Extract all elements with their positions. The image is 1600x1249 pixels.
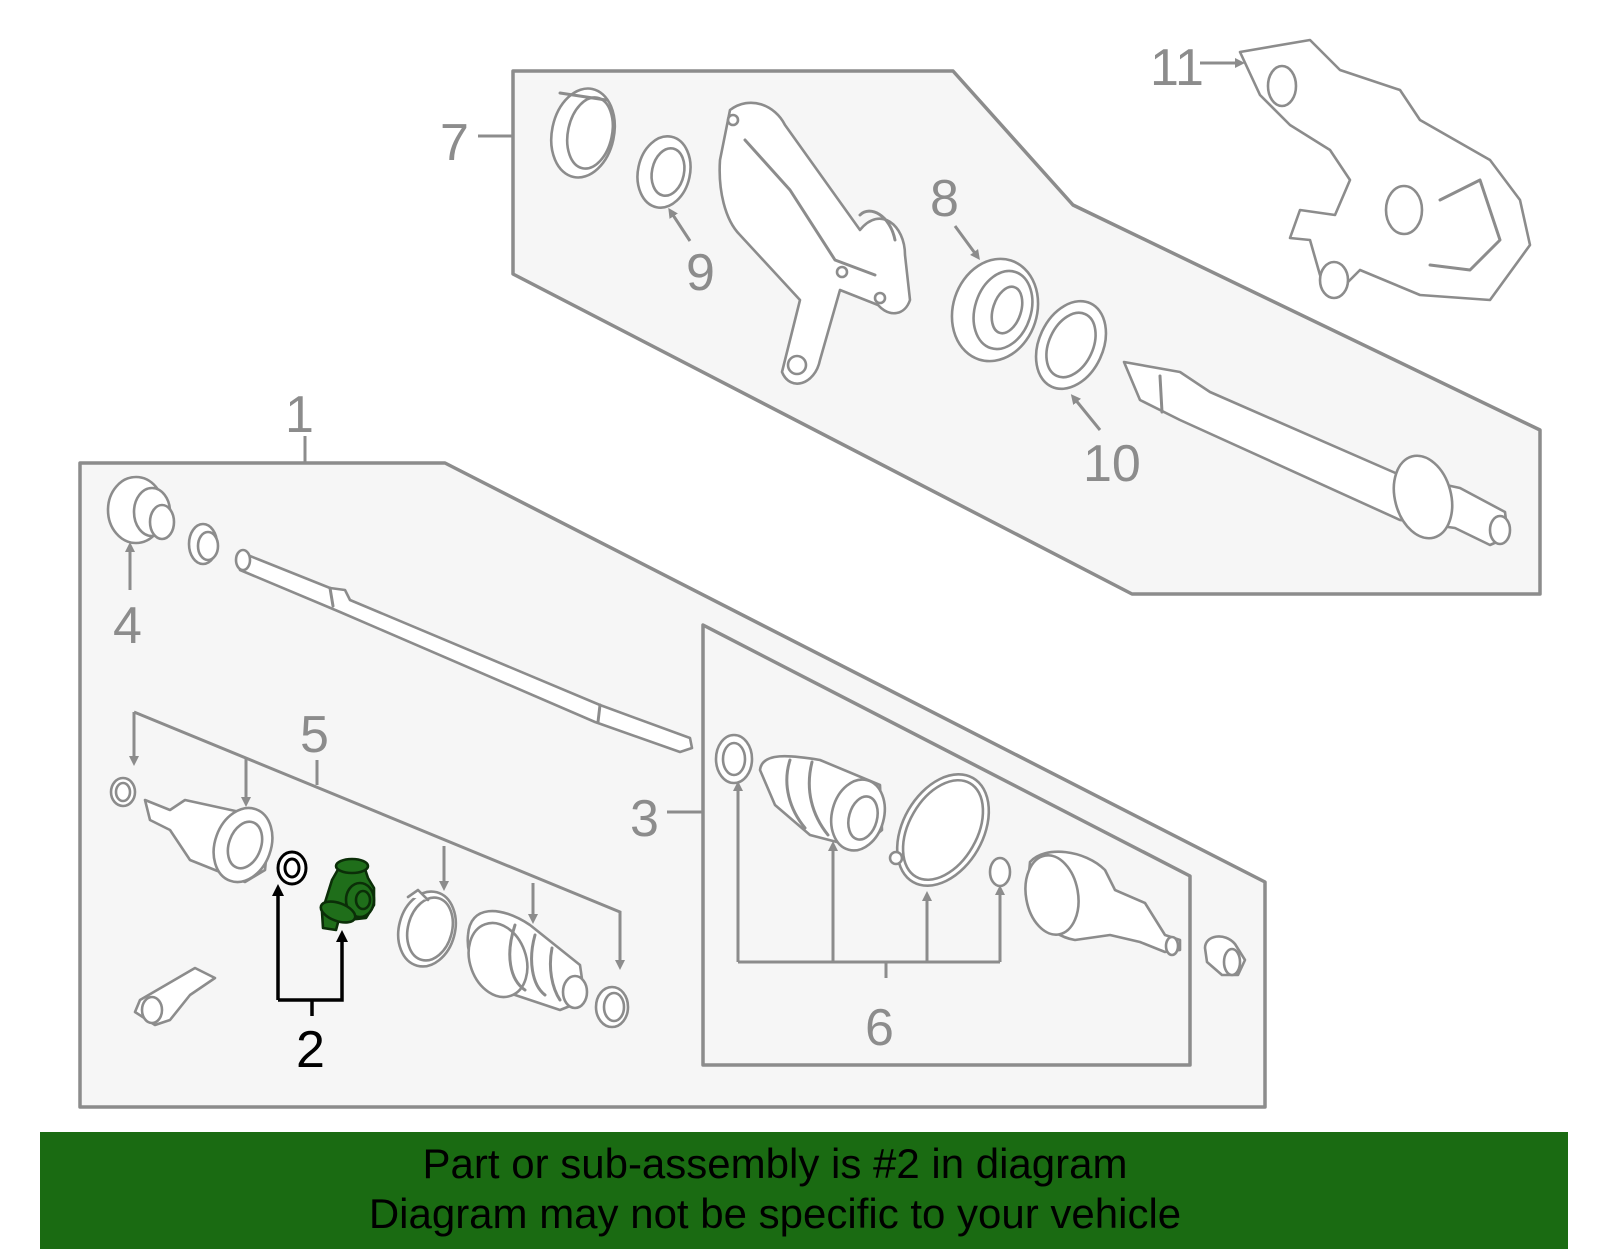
callout-1: 1 — [285, 386, 314, 444]
cap-part — [1203, 935, 1247, 977]
small-band-part — [594, 985, 630, 1029]
boot-band-part — [396, 888, 458, 968]
callout-2-leader — [272, 884, 348, 1016]
callout-8: 8 — [930, 170, 959, 228]
damper-clip-part — [133, 966, 217, 1027]
callout-9: 9 — [686, 244, 715, 302]
outer-joint-part — [1024, 850, 1182, 957]
callout-11: 11 — [1150, 39, 1204, 97]
banner-line-disclaimer: Diagram may not be specific to your vehi… — [368, 1190, 1182, 1237]
snap-ring-10-part — [1034, 299, 1108, 391]
support-bracket-11-part — [1238, 38, 1532, 302]
intermediate-shaft-part — [1122, 360, 1512, 547]
inner-joint-housing-part — [143, 798, 274, 884]
info-banner: Part or sub-assembly is #2 in diagram Di… — [40, 1132, 1568, 1249]
banner-line-part-number: Part or sub-assembly is #2 in diagram — [422, 1140, 1128, 1187]
bearing-bracket-part — [718, 101, 912, 385]
callout-10: 10 — [1083, 435, 1141, 493]
callout-2: 2 — [296, 1021, 325, 1079]
outer-band-part — [888, 773, 991, 887]
callout-6: 6 — [865, 999, 894, 1057]
outer-snap-ring-part — [988, 856, 1012, 888]
half-shaft-part — [234, 548, 694, 754]
inner-boot-part — [466, 909, 589, 1012]
callout-4: 4 — [113, 597, 142, 655]
bearing-9-part — [636, 135, 692, 209]
bearing-8-part — [950, 257, 1040, 363]
spider-assembly-part-2 — [276, 850, 376, 932]
callout-5: 5 — [300, 706, 329, 764]
circlip-part — [109, 776, 137, 808]
inner-joint-group-5 — [129, 710, 625, 970]
outer-clip-part — [714, 733, 754, 785]
callout-7: 7 — [440, 114, 469, 172]
outer-joint-group-6 — [733, 781, 1005, 978]
callout-3: 3 — [630, 790, 659, 848]
outer-boot-part — [758, 754, 887, 852]
boot-4-part — [106, 475, 220, 566]
dust-seal-part — [549, 87, 617, 179]
